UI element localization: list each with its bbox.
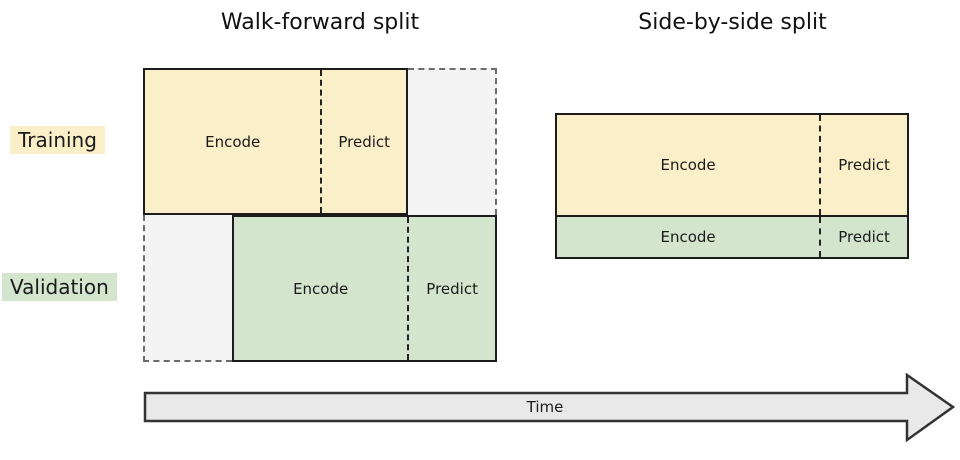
encode-segment: Encode: [293, 279, 349, 298]
side-by-side-training-box: Encode Predict: [555, 113, 909, 217]
time-arrow: Time: [143, 372, 956, 443]
training-row-label: Training: [10, 126, 105, 154]
time-axis-label: Time: [526, 398, 564, 416]
encode-segment: Encode: [660, 228, 716, 246]
encode-segment: Encode: [205, 132, 261, 151]
predict-segment: Predict: [819, 115, 907, 215]
walk-forward-training-unused-region: [408, 68, 497, 215]
side-by-side-title: Side-by-side split: [638, 10, 827, 35]
walk-forward-validation-box: Encode Predict: [232, 215, 497, 362]
predict-segment: Predict: [320, 70, 406, 213]
predict-segment: Predict: [819, 217, 907, 257]
validation-row-label: Validation: [2, 273, 117, 301]
walk-forward-training-box: Encode Predict: [143, 68, 408, 215]
walk-forward-validation-unused-region: [143, 215, 232, 362]
side-by-side-validation-box: Encode Predict: [555, 215, 909, 259]
walk-forward-title: Walk-forward split: [220, 10, 420, 35]
encode-segment: Encode: [660, 156, 716, 174]
predict-segment: Predict: [407, 217, 495, 360]
time-arrow-shape: [143, 372, 956, 443]
